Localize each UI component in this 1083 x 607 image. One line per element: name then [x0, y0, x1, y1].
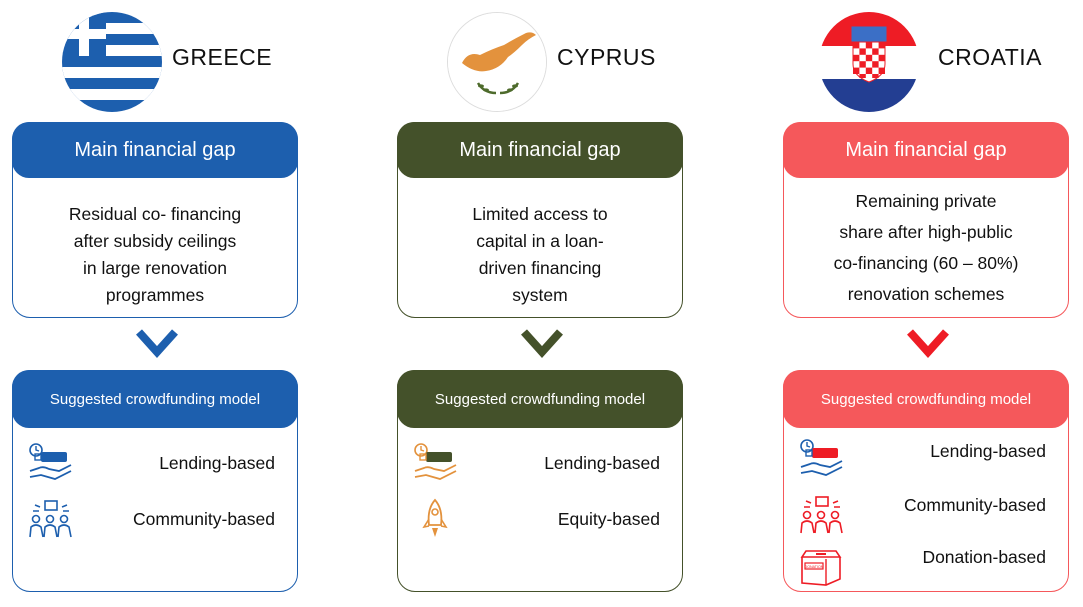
- crowdfunding-model-header: Suggested crowdfunding model: [397, 370, 683, 428]
- crowdfunding-model-box: Suggested crowdfunding model Lending-bas…: [12, 370, 298, 592]
- model-item-lending: Lending-based: [784, 437, 1068, 481]
- model-label: Equity-based: [557, 509, 660, 529]
- model-item-community: Community-based: [784, 493, 1068, 537]
- donation-box-label: DONATION: [805, 565, 824, 569]
- donation-box-icon: DONATION: [800, 550, 842, 586]
- financial-gap-text: Remaining private share after high-publi…: [794, 186, 1058, 310]
- model-label: Lending-based: [544, 453, 660, 473]
- gap-line: in large renovation: [83, 258, 227, 278]
- crowdfunding-model-header: Suggested crowdfunding model: [783, 370, 1069, 428]
- financial-gap-text: Residual co- financing after subsidy cei…: [23, 201, 287, 309]
- model-item-lending: Lending-based: [13, 441, 297, 485]
- gap-line: renovation schemes: [847, 284, 1005, 304]
- greece-flag-icon: [62, 12, 162, 112]
- model-item-donation: DONATION Donation-based: [784, 545, 1068, 589]
- gap-line: co-financing (60 – 80%): [833, 253, 1019, 273]
- community-icon: [29, 500, 72, 538]
- chevron-down-icon: [136, 329, 178, 358]
- financial-gap-header: Main financial gap: [783, 122, 1069, 178]
- community-icon: [800, 496, 843, 534]
- gap-line: Limited access to: [472, 204, 608, 224]
- rocket-icon: [422, 498, 448, 537]
- gap-line: capital in a loan-: [476, 231, 604, 251]
- chevron-down-icon: [907, 329, 949, 358]
- column-greece: GREECE Main financial gap Residual co- f…: [12, 0, 302, 607]
- model-item-community: Community-based: [13, 497, 297, 541]
- chevron-down-icon: [521, 329, 563, 358]
- crowdfunding-model-header: Suggested crowdfunding model: [12, 370, 298, 428]
- lending-icon: [414, 443, 457, 480]
- model-label: Donation-based: [922, 547, 1046, 567]
- financial-gap-box: Main financial gap Residual co- financin…: [12, 122, 298, 318]
- gap-line: after subsidy ceilings: [73, 231, 237, 251]
- model-item-lending: Lending-based: [398, 441, 682, 485]
- financial-gap-box: Main financial gap Remaining private sha…: [783, 122, 1069, 318]
- column-cyprus: CYPRUS Main financial gap Limited access…: [397, 0, 687, 607]
- financial-gap-header: Main financial gap: [12, 122, 298, 178]
- crowdfunding-model-box: Suggested crowdfunding model Lending-bas…: [397, 370, 683, 592]
- gap-line: share after high-public: [839, 222, 1013, 242]
- gap-line: Residual co- financing: [68, 204, 242, 224]
- gap-line: programmes: [105, 285, 205, 305]
- financial-gap-text: Limited access to capital in a loan- dri…: [408, 201, 672, 309]
- lending-icon: [800, 439, 843, 476]
- column-croatia: CROATIA Main financial gap Remaining pri…: [783, 0, 1073, 607]
- model-item-equity: Equity-based: [398, 497, 682, 541]
- crowdfunding-model-box: Suggested crowdfunding model Lending-bas…: [783, 370, 1069, 592]
- gap-line: Remaining private: [855, 191, 997, 211]
- gap-line: driven financing: [478, 258, 602, 278]
- model-label: Lending-based: [159, 453, 275, 473]
- croatia-flag-icon: [819, 12, 919, 112]
- country-name: CROATIA: [938, 44, 1043, 70]
- gap-line: system: [512, 285, 568, 305]
- model-label: Community-based: [904, 495, 1046, 515]
- financial-gap-box: Main financial gap Limited access to cap…: [397, 122, 683, 318]
- country-name: GREECE: [172, 44, 273, 70]
- cyprus-flag-icon: [447, 12, 547, 112]
- country-name: CYPRUS: [557, 44, 656, 70]
- model-label: Lending-based: [930, 441, 1046, 461]
- lending-icon: [29, 443, 72, 480]
- model-label: Community-based: [133, 509, 275, 529]
- financial-gap-header: Main financial gap: [397, 122, 683, 178]
